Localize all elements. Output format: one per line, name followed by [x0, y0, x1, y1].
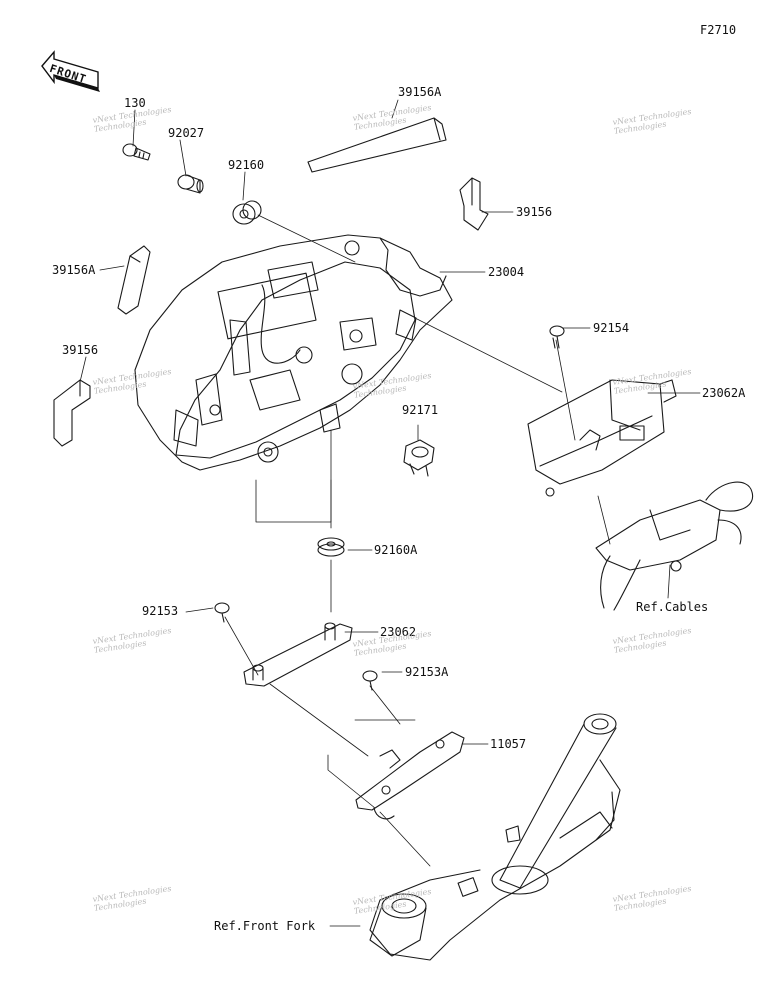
part-label-39156-left[interactable]: 39156: [62, 343, 99, 357]
part-label-23062A[interactable]: 23062A: [702, 386, 746, 400]
part-label-92160[interactable]: 92160: [228, 158, 265, 172]
bracket-23062: [243, 622, 353, 687]
front-direction-arrow: [41, 50, 100, 92]
part-label-39156A-left[interactable]: 39156A: [52, 263, 96, 277]
collar-92027: [177, 174, 204, 194]
seal-39156-left: [53, 379, 91, 447]
headlight-23004: [134, 234, 453, 471]
socket-92171: [403, 439, 435, 477]
part-label-39156A-top[interactable]: 39156A: [398, 85, 442, 99]
part-label-92153[interactable]: 92153: [142, 604, 179, 618]
grommet-92160: [232, 200, 262, 225]
part-label-ref-cables[interactable]: Ref.Cables: [636, 600, 709, 614]
seal-39156A-left: [117, 245, 151, 315]
figure-code: F2710: [700, 23, 737, 37]
grommet-92160A: [317, 537, 345, 557]
screw-92153A: [362, 670, 378, 691]
part-label-39156-top[interactable]: 39156: [516, 205, 553, 219]
part-label-23004[interactable]: 23004: [488, 265, 525, 279]
bracket-23062A: [527, 379, 677, 497]
part-label-23062[interactable]: 23062: [380, 625, 417, 639]
cables-reference: [595, 481, 754, 611]
part-label-92171[interactable]: 92171: [402, 403, 439, 417]
part-label-92154[interactable]: 92154: [593, 321, 630, 335]
seal-39156-right: [459, 177, 489, 231]
part-label-92027[interactable]: 92027: [168, 126, 205, 140]
seal-39156A-top: [307, 117, 447, 173]
front-fork-bracket: [369, 713, 621, 961]
part-label-92160A[interactable]: 92160A: [374, 543, 418, 557]
part-label-ref-front-fork[interactable]: Ref.Front Fork: [214, 919, 316, 933]
part-label-130[interactable]: 130: [124, 96, 146, 110]
screw-92153: [214, 602, 230, 623]
bracket-11057: [355, 731, 465, 820]
leader-lines: [79, 99, 701, 927]
part-label-11057[interactable]: 11057: [490, 737, 527, 751]
part-label-92153A[interactable]: 92153A: [405, 665, 449, 679]
screw-92154: [549, 325, 565, 349]
bolt-130: [122, 143, 151, 161]
